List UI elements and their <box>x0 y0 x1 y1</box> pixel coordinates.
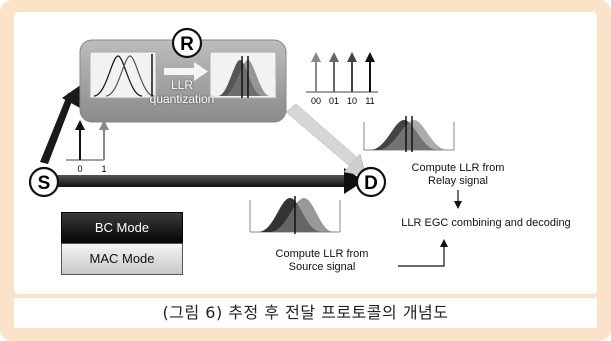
source-tick-0: 0 <box>77 164 82 174</box>
figure-caption: (그림 6) 추정 후 전달 프로토콜의 개념도 <box>14 298 597 328</box>
source-node: S <box>28 166 60 198</box>
source-to-destination-arrow <box>54 168 364 194</box>
compute-llr-source-line1: Compute LLR from <box>275 248 369 260</box>
quantization-arrow <box>164 68 196 75</box>
egc-step: LLR EGC combining and decoding <box>386 217 586 230</box>
relay-to-destination-arrow <box>285 103 367 177</box>
relay-box-line2: quantization <box>149 92 215 106</box>
relay-tick-01: 01 <box>329 96 339 106</box>
compute-llr-relay-step: Compute LLR from Relay signal <box>398 162 518 188</box>
relay-box-text: LLR quantization <box>132 78 232 106</box>
compute-llr-source-line2: Source signal <box>288 261 356 273</box>
destination-node: D <box>355 166 387 198</box>
relay-to-egc-arrowhead <box>454 201 462 209</box>
quantization-arrow-head <box>194 62 208 81</box>
egc-step-label: LLR EGC combining and decoding <box>401 217 571 229</box>
relay-tick-10: 10 <box>347 96 357 106</box>
compute-llr-source-step: Compute LLR from Source signal <box>262 248 382 274</box>
compute-llr-relay-line2: Relay signal <box>428 175 488 187</box>
gaussian-curve-right <box>105 55 155 97</box>
relay-box-line1: LLR <box>170 78 193 92</box>
quantized-gaussian-right <box>224 60 270 96</box>
compute-llr-relay-line1: Compute LLR from <box>411 162 505 174</box>
relay-node-label: R <box>180 34 194 55</box>
source-node-label: S <box>38 173 51 194</box>
source-tick-1: 1 <box>101 164 106 174</box>
bc-mode-label: BC Mode <box>94 220 150 235</box>
relay-tick-00: 00 <box>311 96 321 106</box>
bc-mode-box: BC Mode <box>61 212 183 244</box>
relay-llr-plot <box>363 116 455 152</box>
destination-node-label: D <box>364 173 378 194</box>
relay-tick-11: 11 <box>365 96 374 106</box>
gaussian-curve-left <box>93 55 143 97</box>
protocol-diagram: R S D 0 1 <box>28 27 462 267</box>
relay-symbols: 00 01 10 11 <box>306 52 378 106</box>
source-to-egc-arrowhead <box>440 239 448 247</box>
source-to-relay-arrow <box>40 84 82 164</box>
mac-mode-box: MAC Mode <box>61 243 183 275</box>
source-llr-plot <box>249 196 341 234</box>
mac-mode-label: MAC Mode <box>89 251 155 266</box>
source-to-egc-connector <box>398 244 445 267</box>
relay-node: R <box>171 27 203 59</box>
source-symbols: 0 1 <box>66 120 109 174</box>
diagram-panel: R S D 0 1 <box>14 12 597 294</box>
